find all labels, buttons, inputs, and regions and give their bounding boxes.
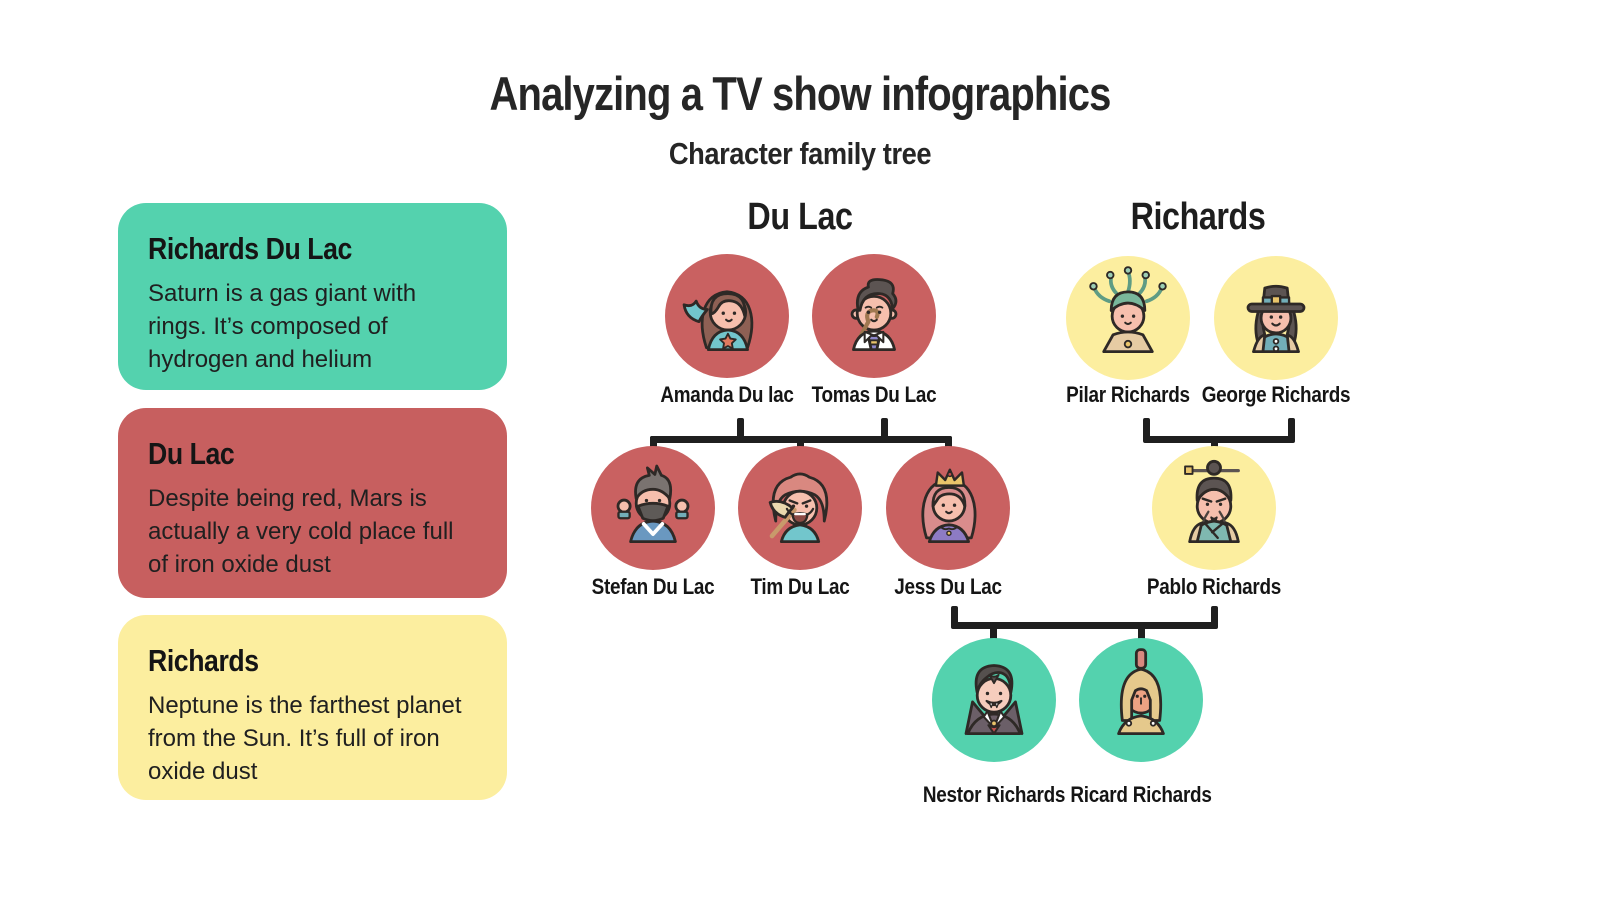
legend-card-title: Richards Du Lac	[148, 231, 352, 266]
avatar-masked-rogue-icon	[591, 446, 715, 570]
connector-line	[1143, 418, 1150, 442]
avatar-barbarian-icon	[738, 446, 862, 570]
avatar-pilgrim-icon	[1214, 256, 1338, 380]
connector-line	[650, 436, 657, 452]
avatar-princess-icon	[886, 446, 1010, 570]
legend-card-title: Richards	[148, 643, 259, 678]
connector-line	[737, 418, 744, 442]
person-name-ricard: Ricard Richards	[1070, 782, 1212, 807]
page-title: Analyzing a TV show infographics	[489, 67, 1112, 120]
legend-card-richards-du-lac: Richards Du Lac Saturn is a gas giant wi…	[118, 203, 507, 390]
connector-line	[1211, 436, 1218, 452]
connector-line	[990, 622, 997, 642]
connector-line	[951, 606, 958, 628]
legend-card-body: Saturn is a gas giant with rings. It’s c…	[148, 280, 417, 373]
avatar-medusa-icon	[1066, 256, 1190, 380]
legend-card-body: Neptune is the farthest planet from the …	[148, 692, 462, 785]
connector-line	[881, 418, 888, 442]
avatar-vampire-icon	[932, 638, 1056, 762]
connector-line	[1288, 418, 1295, 442]
person-name-pilar: Pilar Richards	[1066, 382, 1190, 407]
legend-card-du-lac: Du Lac Despite being red, Mars is actual…	[118, 408, 507, 598]
person-name-stefan: Stefan Du Lac	[591, 574, 715, 599]
person-name-pablo: Pablo Richards	[1146, 574, 1282, 599]
legend-card-title: Du Lac	[148, 436, 235, 471]
connector-line	[797, 436, 804, 452]
connector-line	[945, 436, 952, 452]
avatar-crooner-icon	[812, 254, 936, 378]
connector-line	[1138, 622, 1145, 642]
connector-line	[1211, 606, 1218, 628]
person-name-nestor: Nestor Richards	[922, 782, 1066, 807]
person-name-amanda: Amanda Du lac	[660, 382, 794, 407]
connector-line	[951, 622, 1218, 629]
legend-card-richards: Richards Neptune is the farthest planet …	[118, 615, 507, 800]
avatar-spartan-icon	[1079, 638, 1203, 762]
avatar-emperor-icon	[1152, 446, 1276, 570]
page-subtitle: Character family tree	[668, 136, 932, 171]
person-name-george: George Richards	[1201, 382, 1351, 407]
avatar-mermaid-icon	[665, 254, 789, 378]
family-header-du-lac: Du Lac	[747, 196, 853, 238]
connector-line	[1143, 436, 1295, 443]
legend-card-body: Despite being red, Mars is actually a ve…	[148, 485, 454, 578]
person-name-tim: Tim Du Lac	[750, 574, 850, 599]
person-name-jess: Jess Du Lac	[894, 574, 1002, 599]
family-header-richards: Richards	[1130, 196, 1266, 238]
person-name-tomas: Tomas Du Lac	[811, 382, 937, 407]
